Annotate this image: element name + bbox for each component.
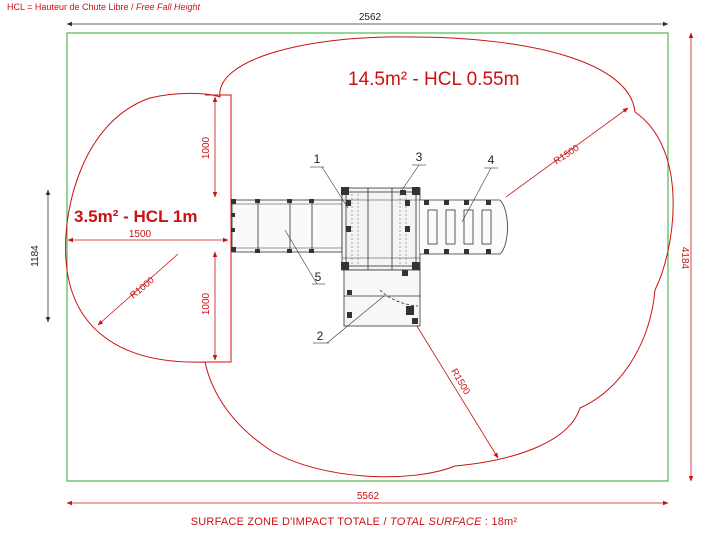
caption-en: TOTAL SURFACE [389, 516, 482, 528]
radius-r1500-upper: R1500 [505, 107, 629, 198]
dim-right: 4184 [679, 32, 694, 482]
small-zone-rect [205, 94, 232, 363]
radius-r1500-lower: R1500 [411, 317, 499, 459]
callout-5-label: 5 [315, 270, 322, 284]
callout-2: 2 [313, 295, 385, 344]
callout-1: 1 [310, 152, 349, 209]
dim-left-label: 1184 [30, 245, 41, 267]
site-boundary [66, 32, 669, 482]
hcl-legend-note: HCL = Hauteur de Chute Libre / Free Fall… [7, 2, 200, 12]
callout-5: 5 [284, 229, 325, 285]
dim-right-label: 4184 [679, 247, 690, 270]
radius-r1000-label: R1000 [128, 275, 157, 301]
radius-r1500-lower-label: R1500 [448, 367, 472, 397]
callout-2-label: 2 [317, 329, 324, 343]
part-5-bridge [231, 199, 343, 253]
callout-1-label: 1 [314, 152, 321, 166]
dim-left-1500: 1500 [67, 229, 229, 243]
part-4-climber [420, 199, 508, 255]
hcl-definition-fr: HCL = Hauteur de Chute Libre [7, 2, 129, 12]
play-structure [231, 187, 508, 327]
dim-left: 1184 [30, 189, 51, 323]
callout-4-label: 4 [488, 153, 495, 167]
part-1-3-tower [341, 187, 421, 283]
zone-small-label: 3.5m² - HCL 1m [74, 207, 197, 226]
dim-bottom: 5562 [66, 491, 669, 506]
dim-top-label: 2562 [359, 12, 382, 23]
dim-top: 2562 [66, 12, 669, 27]
impact-zone-outline [65, 36, 674, 478]
caption-value: : 18m² [481, 516, 518, 528]
zone-large-label: 14.5m² - HCL 0.55m [348, 69, 519, 90]
dim-left-1500-label: 1500 [129, 229, 152, 240]
hcl-separator: / [128, 2, 137, 12]
radius-r1500-upper-label: R1500 [552, 143, 581, 167]
callout-4: 4 [461, 153, 498, 223]
callout-3: 3 [401, 150, 426, 191]
dim-upper-1000-label: 1000 [201, 136, 212, 159]
caption-fr: SURFACE ZONE D'IMPACT TOTALE [190, 516, 381, 528]
total-surface-caption: SURFACE ZONE D'IMPACT TOTALE / TOTAL SUR… [0, 516, 708, 528]
dim-bottom-label: 5562 [357, 491, 380, 502]
hcl-definition-en: Free Fall Height [136, 2, 201, 12]
radius-r1000: R1000 [97, 253, 179, 326]
dim-lower-1000-label: 1000 [201, 292, 212, 315]
dim-upper-1000: 1000 [201, 96, 218, 198]
dim-lower-1000: 1000 [201, 251, 218, 361]
callout-3-label: 3 [416, 150, 423, 164]
caption-separator: / [380, 516, 390, 528]
